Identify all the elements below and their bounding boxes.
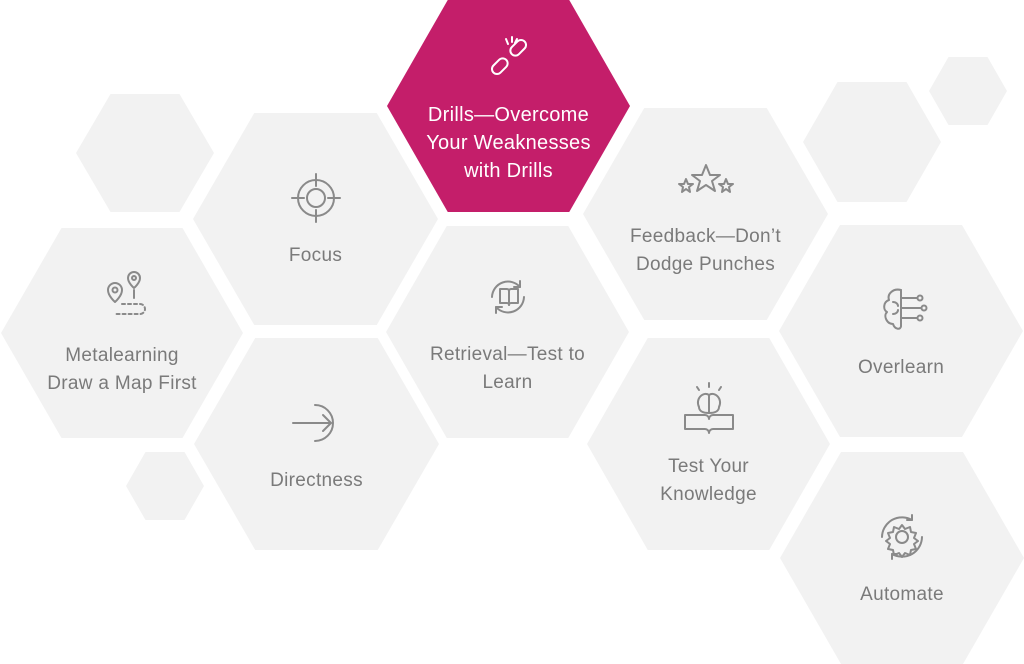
gear-cycle-icon bbox=[872, 507, 932, 567]
tile-label: Automate bbox=[860, 584, 944, 605]
tile-label: Test Your Knowledge bbox=[660, 456, 757, 505]
decorative-hexagon bbox=[929, 57, 1007, 125]
tile-label: Drills—Overcome Your Weaknesses with Dri… bbox=[426, 104, 591, 182]
tile-label: Metalearning Draw a Map First bbox=[47, 345, 197, 394]
tile-label: Directness bbox=[270, 470, 363, 491]
tile-label: Feedback—Don’t Dodge Punches bbox=[630, 226, 781, 275]
tile-label: Retrieval—Test to Learn bbox=[429, 344, 586, 393]
tile-focus[interactable]: Focus bbox=[193, 113, 438, 325]
target-icon bbox=[286, 168, 346, 228]
book-cycle-icon bbox=[478, 267, 538, 327]
tile-drills[interactable]: Drills—Overcome Your Weaknesses with Dri… bbox=[387, 0, 630, 212]
arrow-in-circle-icon bbox=[287, 393, 347, 453]
tile-label: Focus bbox=[288, 245, 343, 266]
decorative-hexagon bbox=[803, 82, 941, 202]
brain-circuit-icon bbox=[871, 280, 931, 340]
tile-directness[interactable]: Directness bbox=[194, 338, 439, 550]
tile-retrieval[interactable]: Retrieval—Test to Learn bbox=[386, 226, 629, 438]
decorative-hexagon bbox=[126, 452, 204, 520]
tile-metalearning[interactable]: Metalearning Draw a Map First bbox=[1, 228, 243, 438]
tile-label: Overlearn bbox=[857, 357, 945, 378]
tile-overlearn[interactable]: Overlearn bbox=[779, 225, 1023, 437]
decorative-hexagon bbox=[76, 94, 214, 212]
broken-chain-icon bbox=[479, 27, 539, 87]
tile-test-knowledge[interactable]: Test Your Knowledge bbox=[587, 338, 830, 550]
tile-automate[interactable]: Automate bbox=[780, 452, 1024, 664]
stars-icon bbox=[676, 149, 736, 209]
map-route-icon bbox=[92, 268, 152, 328]
tile-feedback[interactable]: Feedback—Don’t Dodge Punches bbox=[583, 108, 828, 320]
brain-book-icon bbox=[679, 379, 739, 439]
